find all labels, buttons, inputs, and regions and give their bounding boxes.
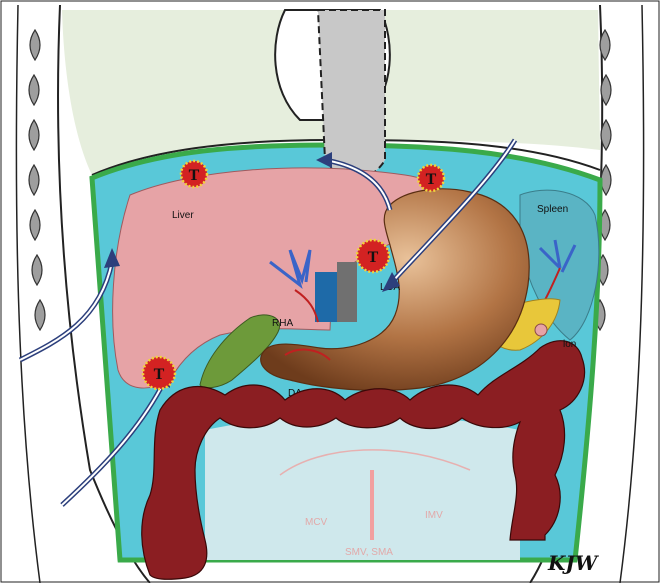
liver-label: Liver bbox=[172, 210, 194, 221]
tumor-nodule: T bbox=[143, 357, 175, 389]
author-signature: KJW bbox=[547, 551, 600, 575]
svg-text:T: T bbox=[426, 171, 437, 188]
spleen-label: Spleen bbox=[537, 204, 568, 215]
esophagus bbox=[318, 10, 385, 179]
svg-text:T: T bbox=[154, 366, 165, 383]
tumor-nodule: T bbox=[418, 165, 444, 191]
lower-abdomen bbox=[205, 415, 520, 560]
mcv-label: MCV bbox=[305, 517, 328, 528]
svg-text:T: T bbox=[368, 249, 379, 266]
tumor-nodule: T bbox=[357, 240, 389, 272]
svg-text:T: T bbox=[189, 167, 200, 184]
imv-label: IMV bbox=[425, 510, 443, 521]
tumor-nodule: T bbox=[181, 161, 207, 187]
splenic-flexure-tip bbox=[535, 324, 547, 336]
smv-sma-label: SMV, SMA bbox=[345, 547, 393, 558]
colon-label: lon bbox=[563, 339, 576, 350]
rha-label: RHA bbox=[272, 318, 293, 329]
